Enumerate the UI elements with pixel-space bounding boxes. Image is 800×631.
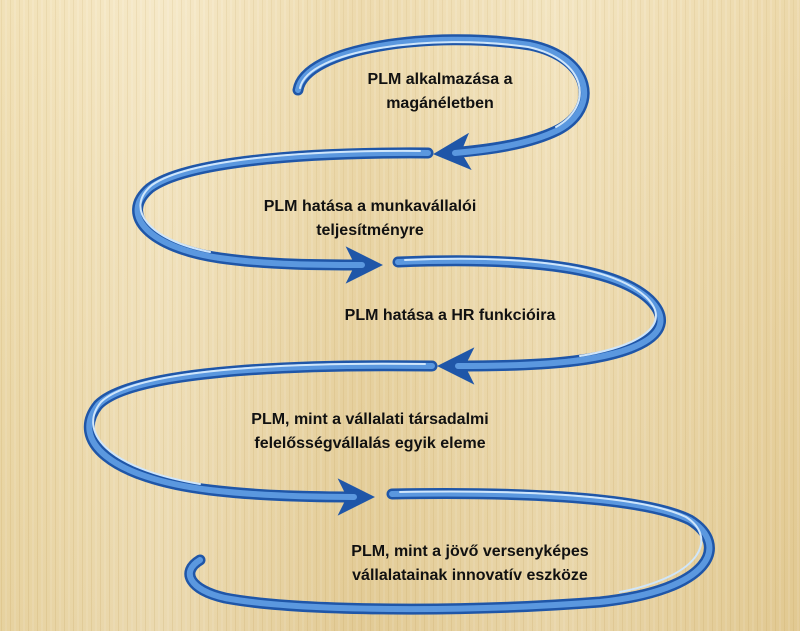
arrow-2	[132, 147, 434, 284]
arrow-1	[292, 34, 590, 171]
step-2-label: PLM hatása a munkavállalói teljesítményr…	[263, 198, 477, 239]
step-1-label: PLM alkalmazása a magánéletben	[367, 71, 513, 112]
arrow-5	[184, 487, 715, 615]
arrow-3	[392, 255, 666, 385]
step-4-label: PLM, mint a vállalati társadalmi felelős…	[251, 411, 489, 452]
step-5-label: PLM, mint a jövő versenyképes vállalatai…	[351, 543, 589, 584]
arrow-4	[83, 360, 438, 516]
step-3-label: PLM hatása a HR funkcióira	[344, 307, 556, 324]
